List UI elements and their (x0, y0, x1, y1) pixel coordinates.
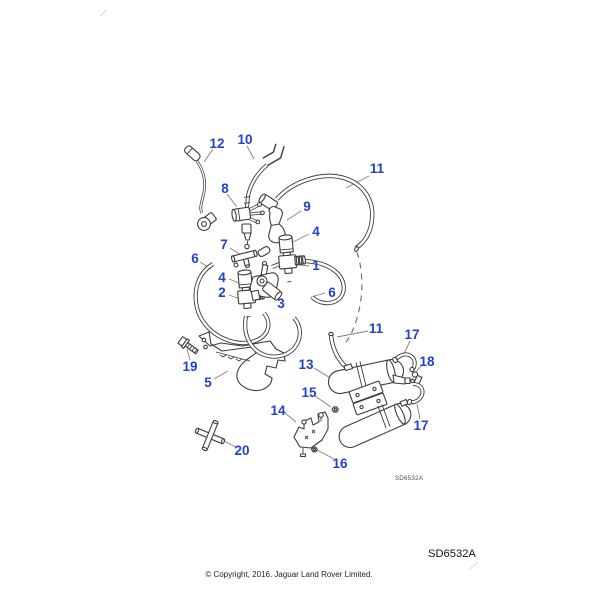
callout-1: 1 (312, 258, 320, 273)
callout-18: 18 (419, 354, 435, 369)
part-hose-6-bottom (243, 315, 302, 359)
part-bracket-14 (293, 411, 329, 458)
leader-14 (284, 412, 297, 423)
artifact-mark-top-left (99, 9, 108, 17)
callout-6-left: 6 (191, 251, 199, 266)
part-hose-10 (243, 143, 285, 214)
leader-9 (286, 210, 302, 221)
leader-11-mid (336, 330, 369, 338)
callout-8: 8 (221, 181, 229, 196)
callouts: 12 10 11 8 9 4 7 6 1 4 2 6 3 11 17 18 13… (182, 132, 435, 471)
callout-11-mid: 11 (369, 321, 384, 336)
part-solenoid-valve-1 (276, 232, 308, 284)
diagram-code: SD6532A (428, 548, 476, 560)
callout-17-upper: 17 (404, 327, 419, 342)
leader-10 (246, 145, 255, 160)
callout-14: 14 (270, 403, 286, 418)
part-valve-8 (231, 201, 265, 250)
part-tee-connector-7 (231, 249, 258, 268)
part-bracket-manifold-3 (249, 260, 283, 302)
leader-19 (186, 348, 191, 361)
part-cross-connector-20 (194, 420, 226, 452)
part-nozzle (392, 374, 415, 385)
callout-3: 3 (277, 296, 285, 311)
part-hose-17-lower (406, 382, 425, 406)
callout-4-left: 4 (218, 270, 226, 285)
artifact-mark-bottom-right (469, 562, 478, 570)
callout-4-upper: 4 (312, 224, 320, 239)
part-cable-12 (184, 145, 217, 231)
callout-6-right: 6 (328, 285, 336, 300)
callout-11-upper: 11 (370, 161, 385, 176)
leader-8 (226, 193, 238, 208)
copyright-text: © Copyright, 2016. Jaguar Land Rover Lim… (205, 570, 372, 579)
part-nut-16 (310, 446, 318, 453)
callout-16: 16 (332, 456, 348, 471)
leader-5 (213, 370, 229, 380)
callout-15: 15 (301, 385, 317, 400)
leader-16 (316, 449, 335, 460)
leader-4-left (228, 278, 240, 284)
part-hose-11-lower (328, 331, 352, 372)
hidden-hose-dashed (345, 251, 363, 343)
callout-10: 10 (237, 132, 252, 147)
callout-7: 7 (220, 237, 228, 252)
connector-12-elbow (197, 212, 217, 231)
valve-8-plug (241, 223, 252, 250)
leader-17-upper (403, 340, 411, 355)
callout-5: 5 (204, 375, 212, 390)
leader-12 (203, 148, 214, 163)
part-reservoir-lower (338, 398, 412, 449)
callout-19: 19 (182, 359, 197, 374)
callout-20: 20 (234, 443, 249, 458)
callout-2: 2 (218, 285, 226, 300)
callout-17-lower: 17 (413, 418, 428, 433)
callout-13: 13 (298, 357, 314, 372)
leader-15 (314, 395, 332, 408)
small-fitting (257, 246, 271, 257)
part-bolt-19 (177, 336, 199, 355)
part-nut-15 (331, 406, 340, 413)
reservoir-mounting-plates (348, 380, 388, 416)
callout-12: 12 (209, 136, 224, 151)
callout-9: 9 (303, 199, 311, 214)
connector-12-terminal (184, 145, 201, 162)
part-hose-6-left (193, 262, 271, 346)
diagram-code-inline: SD6532A (395, 475, 424, 482)
part-reservoir-upper-13 (328, 358, 404, 395)
leader-4-upper (292, 233, 310, 243)
leader-17-lower (416, 403, 421, 420)
part-bracket-5 (198, 331, 286, 392)
